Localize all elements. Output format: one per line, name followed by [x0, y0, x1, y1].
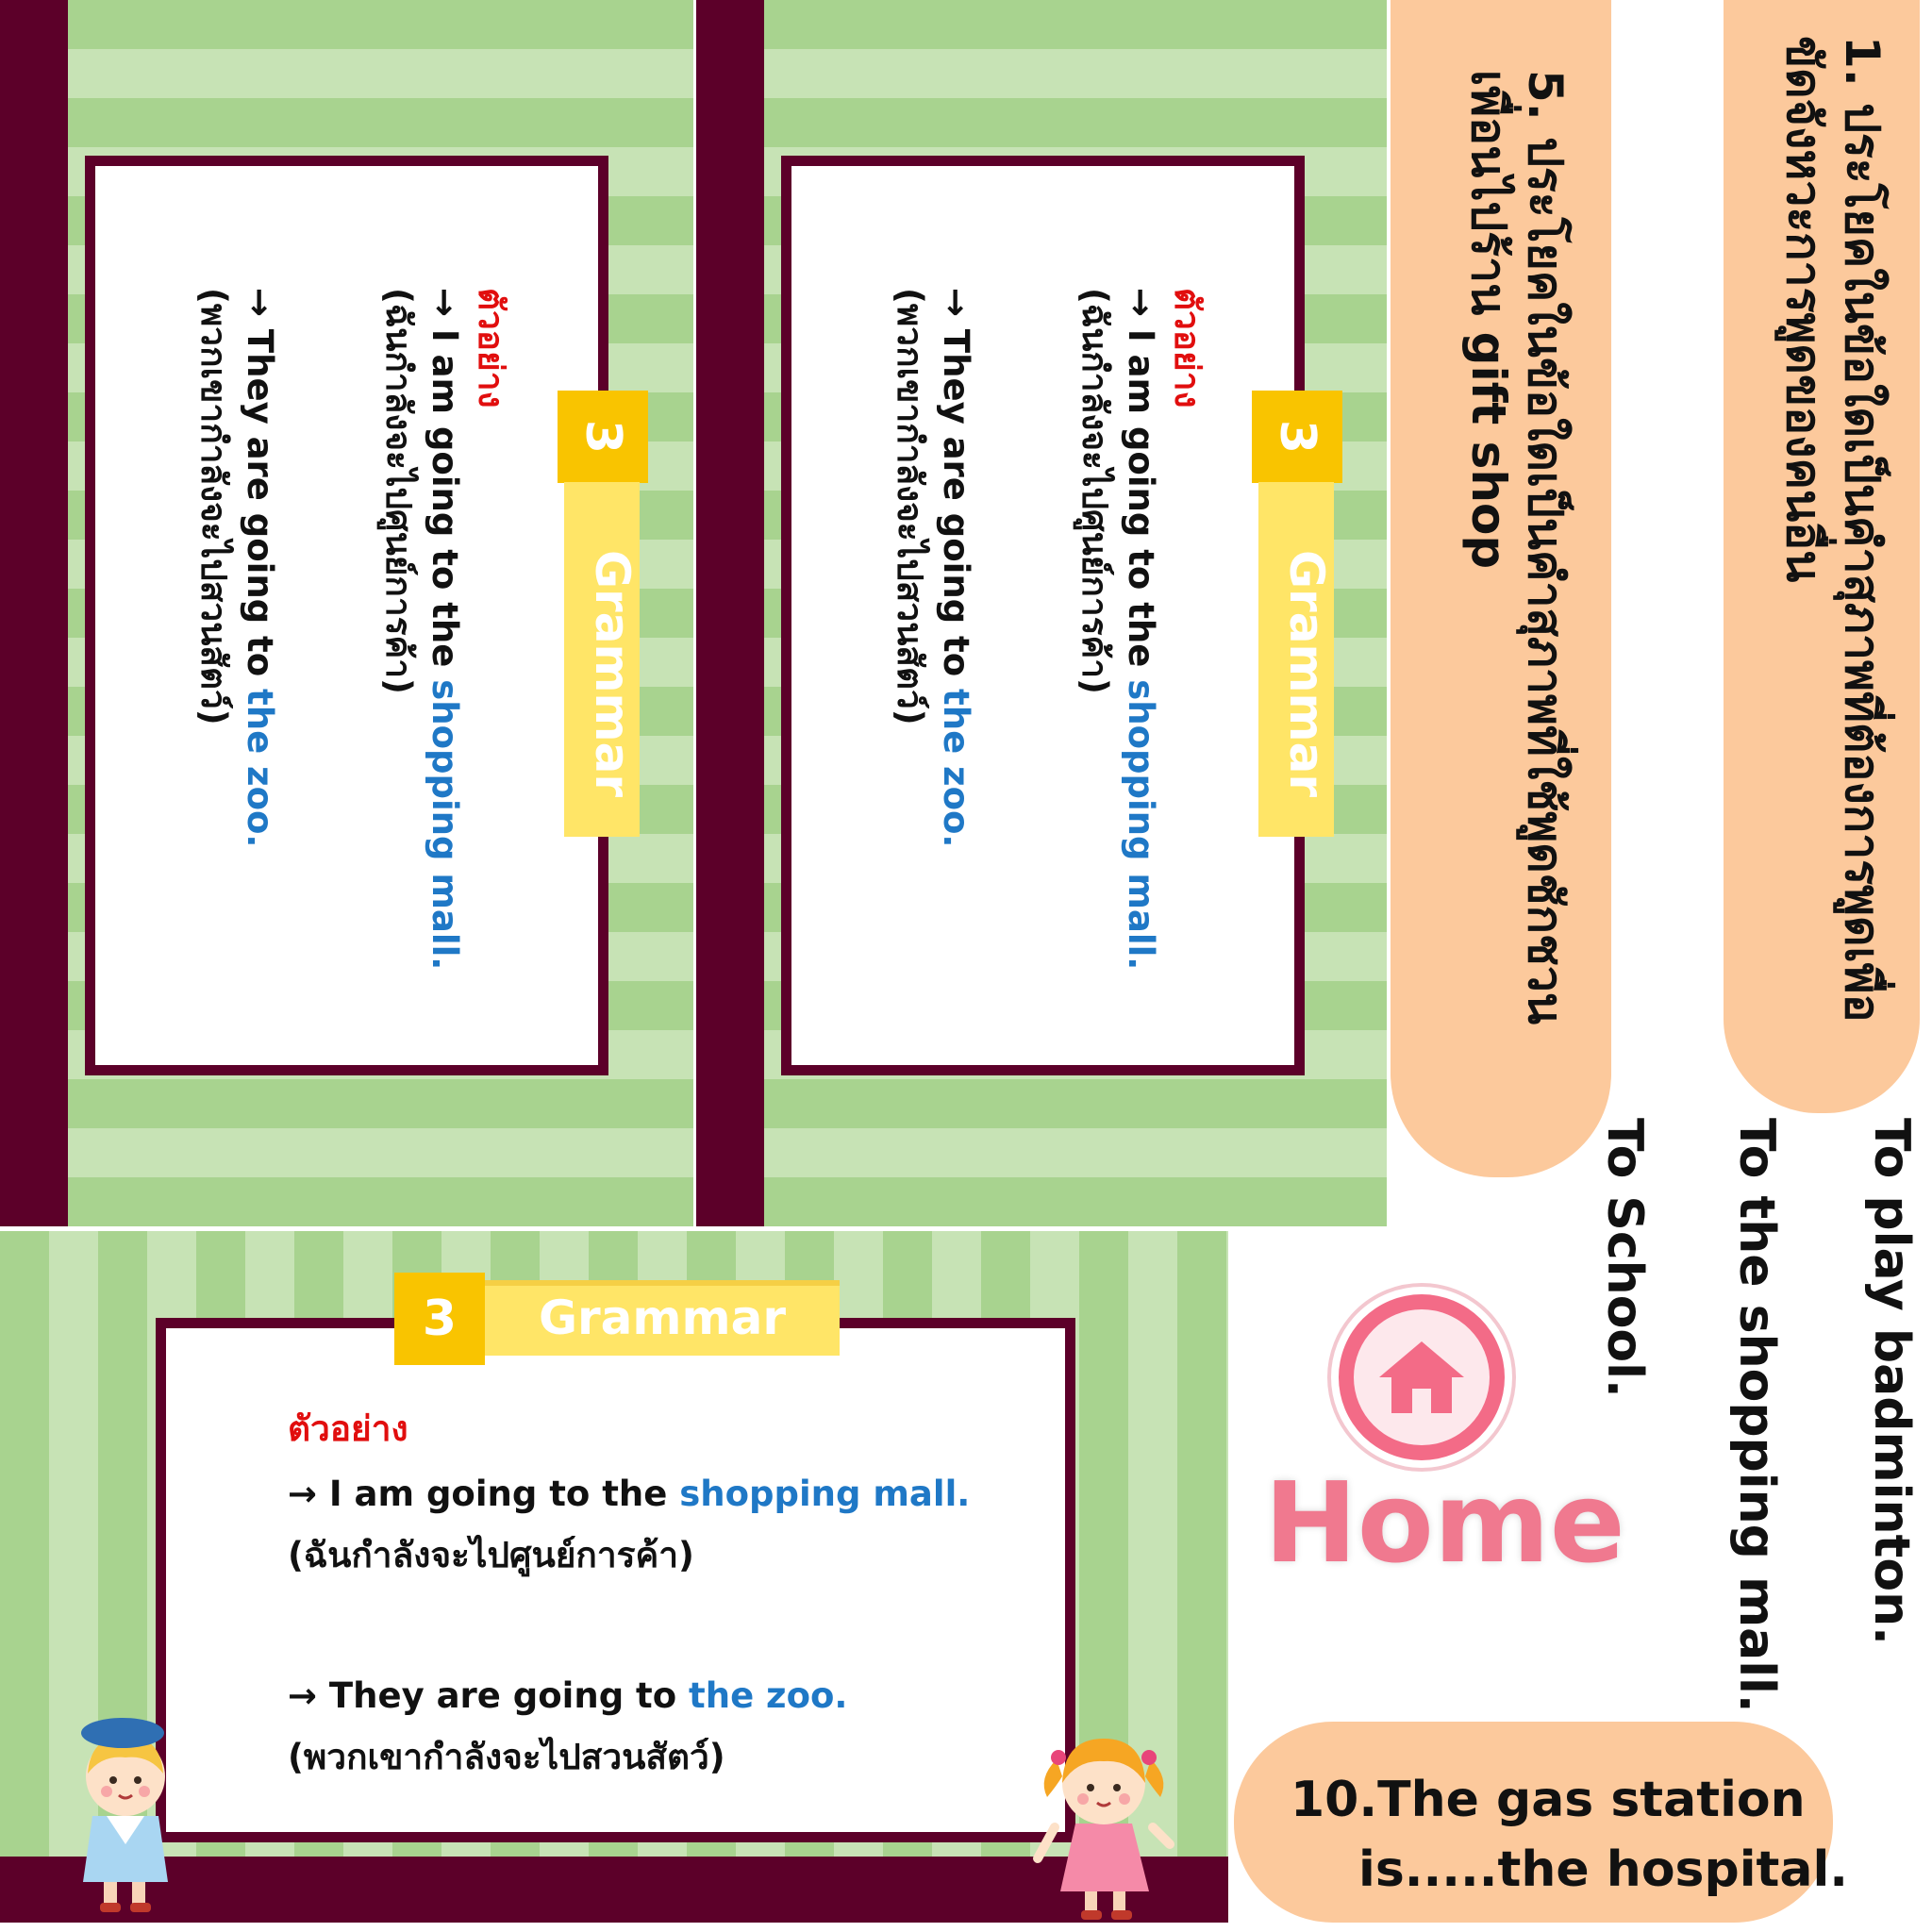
example-line-2: → They are going to the zoo. [933, 288, 979, 970]
line2-text: They are going to [240, 317, 280, 690]
example-line-2-translation: (พวกเขากำลังจะไปสวนสัตว์) [288, 1737, 725, 1777]
line2-highlight: the zoo. [689, 1675, 848, 1716]
example-line-2-translation: (พวกเขากำลังจะไปสวนสัตว์) [193, 288, 234, 725]
question-1-text: 1. ประโยคในข้อใดเป็นคำสุภาพที่ต้องการพูด… [1774, 36, 1891, 1036]
line2-text: They are going to [317, 1675, 690, 1716]
question-5-pill [1391, 0, 1611, 1177]
example-heading: ตัวอย่าง [471, 288, 511, 408]
spacer [979, 288, 1072, 970]
arrow: → [936, 288, 976, 318]
spacer [288, 1578, 970, 1673]
grammar-panel [156, 1318, 1075, 1842]
question-5-text: 5. ประโยคในข้อใดเป็นคำสุภาพที่ใช้พูดชักช… [1460, 70, 1574, 1089]
tab-label: Grammar [585, 550, 640, 798]
home-button[interactable]: Home [1261, 1283, 1628, 1594]
example-line-1: → I am going to the shopping mall. [422, 288, 468, 970]
answer-option-3[interactable]: To School. [1596, 1118, 1653, 1398]
tab-number: 3 [1252, 391, 1342, 483]
spacer [283, 288, 375, 970]
answer-option-2[interactable]: To the shopping mall. [1728, 1118, 1785, 1713]
grammar-slide: 3 Grammar ตัวอย่าง → I am going to the s… [0, 1231, 1228, 1923]
grammar-panel [85, 156, 608, 1075]
home-icon [1327, 1283, 1516, 1472]
example-line-1-translation: (ฉันกำลังจะไปศูนย์การค้า) [288, 1535, 694, 1575]
question-1-label: 1. ประโยคในข้อใดเป็นคำสุภาพที่ต้องการพูด… [1776, 36, 1890, 1023]
question-10-line-1: 10.The gas station [1291, 1772, 1806, 1828]
girl-character-illustration [1033, 1739, 1174, 1920]
example-line-1: → I am going to the shopping mall. [288, 1471, 970, 1517]
example-line-2: → They are going to the zoo. [237, 288, 283, 970]
line1-text: I am going to the [425, 317, 465, 680]
question-10-pill [1234, 1722, 1833, 1923]
tab-label: Grammar [1279, 550, 1334, 798]
arrow: → [1121, 288, 1161, 318]
example-line-2-translation: (พวกเขากำลังจะไปสวนสัตว์) [890, 288, 930, 725]
boy-character-illustration [81, 1718, 168, 1912]
tab-number: 3 [558, 391, 648, 483]
question-5-label: 5. ประโยคในข้อใดเป็นคำสุภาพที่ใช้พูดชักช… [1461, 70, 1573, 1025]
question-10-line-2: is.....the hospital. [1358, 1841, 1849, 1898]
arrow: → [240, 288, 280, 318]
home-label: Home [1261, 1455, 1628, 1591]
example-heading: ตัวอย่าง [1167, 288, 1208, 408]
grammar-content: ตัวอย่าง → I am going to the shopping ma… [191, 288, 514, 970]
example-line-1: → I am going to the shopping mall. [1118, 288, 1164, 970]
tab-label-box [564, 482, 640, 837]
grammar-content: ตัวอย่าง → I am going to the shopping ma… [887, 288, 1210, 970]
slide-side-bar [696, 0, 764, 1226]
example-line-1-translation: (ฉันกำลังจะไปศูนย์การค้า) [1074, 288, 1115, 694]
line2-highlight: the zoo. [240, 689, 280, 848]
tab-label-box [1258, 482, 1334, 837]
arrow: → [288, 1474, 318, 1514]
line1-highlight: shopping mall. [1121, 679, 1161, 971]
grammar-content: ตัวอย่าง → I am going to the shopping ma… [288, 1406, 970, 1780]
grammar-panel [781, 156, 1305, 1075]
grammar-tab: 3 Grammar [394, 1273, 840, 1365]
slide-side-bar [0, 0, 68, 1226]
line1-highlight: shopping mall. [425, 679, 465, 971]
example-heading: ตัวอย่าง [288, 1408, 408, 1449]
arrow: → [425, 288, 465, 318]
grammar-slide-rotated-2: 3 Grammar ตัวอย่าง → I am going to the s… [696, 0, 1387, 1226]
slide-bottom-bar [0, 1857, 1228, 1923]
line2-text: They are going to [936, 317, 976, 690]
grammar-slide-rotated-1: 3 Grammar ตัวอย่าง → I am going to the s… [0, 0, 693, 1226]
tab-number: 3 [394, 1273, 485, 1365]
arrow: → [288, 1675, 318, 1716]
line1-text: I am going to the [1121, 317, 1161, 680]
tab-label: Grammar [485, 1280, 840, 1356]
grammar-tab: 3 Grammar [557, 391, 649, 837]
answer-option-1[interactable]: To play badminton. [1863, 1118, 1920, 1645]
example-line-2: → They are going to the zoo. [288, 1673, 970, 1719]
line1-text: I am going to the [317, 1474, 680, 1514]
grammar-tab: 3 Grammar [1251, 391, 1343, 837]
example-line-1-translation: (ฉันกำลังจะไปศูนย์การค้า) [378, 288, 419, 694]
line2-highlight: the zoo. [936, 689, 976, 848]
question-1-pill [1724, 0, 1920, 1113]
line1-highlight: shopping mall. [679, 1474, 971, 1514]
